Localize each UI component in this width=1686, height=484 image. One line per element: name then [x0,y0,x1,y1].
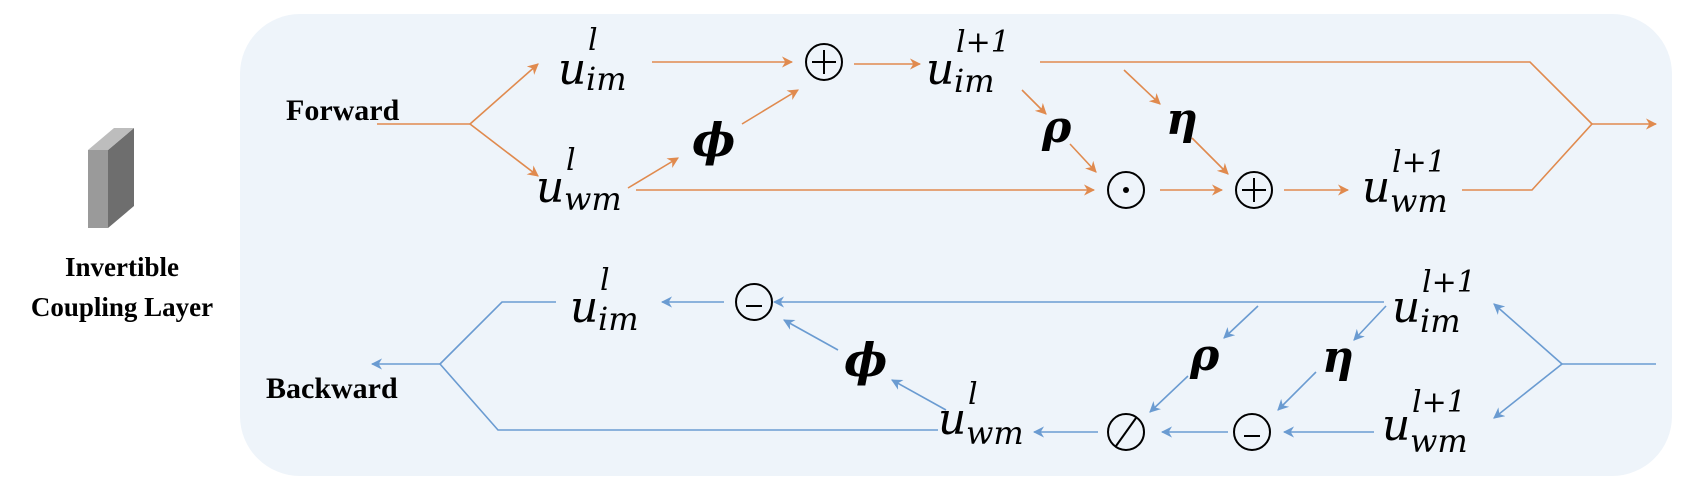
diagram-panel [240,14,1672,476]
bwd-eta-symbol: η [1322,332,1354,383]
bwd-uwm-to-phi [891,379,947,411]
var-sub: im [954,62,995,100]
bwd-u-wm-l1: u l+1 wm [1382,385,1468,460]
fwd-uim1-out [1040,61,1593,125]
bwd-split-up [1493,303,1563,365]
fwd-u-wm-l1: u l+1 wm [1362,145,1448,220]
bwd-uim1-to-rho [1223,305,1259,339]
fwd-plus2-node [1235,171,1273,209]
fwd-split-up [469,63,539,125]
var-sup: l+1 [1392,145,1446,180]
bwd-u-im-l: u l im [570,263,639,338]
var-sub: wm [966,414,1024,452]
var-sub: im [586,60,627,98]
bwd-u-wm-l: u l wm [938,377,1024,452]
bwd-eta-to-minus2 [1277,371,1317,411]
var-sub: wm [1390,182,1448,220]
bwd-phi-symbol: ϕ [844,333,887,387]
bwd-minus1-node [735,283,773,321]
var-base: u [926,44,954,95]
bwd-uwm-out [439,363,938,431]
var-base: u [558,44,586,95]
legend-label-line2: Coupling Layer [31,292,213,322]
fwd-plus-node [805,43,843,81]
fwd-rho-symbol: ρ [1041,102,1072,153]
var-sub: im [598,300,639,338]
var-sup: l+1 [1422,265,1476,300]
var-base: u [1362,162,1390,213]
fwd-eta-symbol: η [1166,94,1198,145]
fwd-odot-node [1107,171,1145,209]
fwd-uim1-to-rho [1021,89,1047,115]
fwd-eta-to-plus2 [1191,137,1229,175]
bwd-u-im-l1: u l+1 im [1392,265,1476,340]
var-base: u [536,162,564,213]
bwd-divide-node [1107,413,1145,451]
legend-label-line1: Invertible [65,252,179,282]
fwd-split-down [469,123,539,177]
fwd-u-wm-l: u l wm [536,143,622,218]
var-base: u [1382,400,1410,451]
bwd-rho-to-divide [1149,375,1189,413]
var-base: u [1392,282,1420,333]
fwd-u-im-l: u l im [558,23,627,98]
fwd-uwm-to-phi [627,157,679,189]
backward-label: Backward [266,372,398,405]
fwd-uim1-to-eta [1123,69,1161,105]
var-base: u [938,394,966,445]
forward-edges [377,56,1658,196]
var-sub: wm [564,180,622,218]
layer-block-icon [88,128,134,228]
fwd-uwm1-out [1462,123,1593,191]
var-base: u [570,282,598,333]
bwd-rho-symbol: ρ [1189,330,1220,381]
var-sup: l+1 [956,25,1010,60]
bwd-minus2-node [1233,413,1271,451]
fwd-phi-to-plus [741,89,799,125]
bwd-uim1-to-eta [1353,305,1387,341]
var-sup: l [600,263,610,298]
bwd-uim-out [439,301,556,365]
var-sup: l [588,23,598,58]
backward-edges [370,296,1656,438]
var-sub: im [1420,302,1461,340]
bwd-phi-to-minus1 [783,319,839,351]
bwd-split-down [1493,363,1563,419]
fwd-rho-to-odot [1069,143,1097,173]
fwd-phi-symbol: ϕ [692,113,735,167]
fwd-u-im-l1: u l+1 im [926,25,1010,100]
var-sub: wm [1410,422,1468,460]
var-sup: l+1 [1412,385,1466,420]
var-sup: l [968,377,978,412]
forward-label: Forward [286,94,400,127]
var-sup: l [566,143,576,178]
